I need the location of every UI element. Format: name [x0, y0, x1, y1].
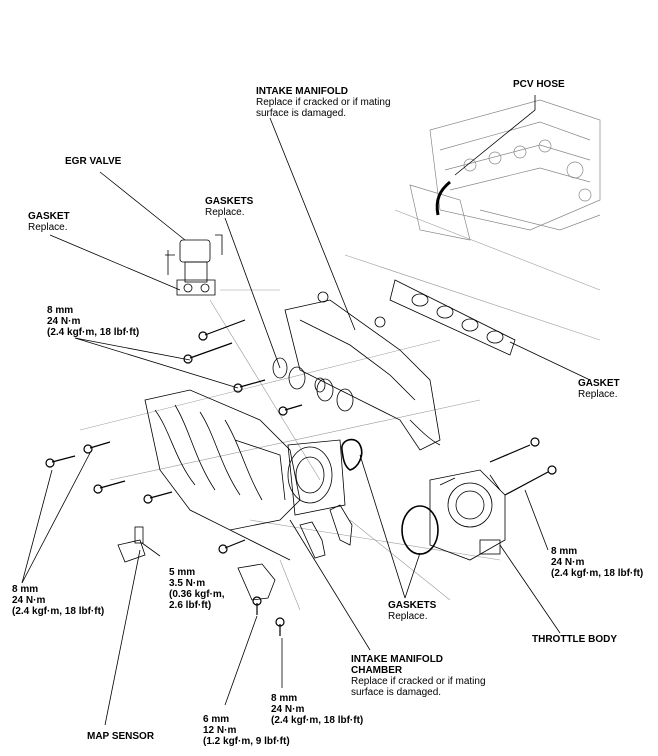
bolt-8mm-right-alt: (2.4 kgf·m, 18 lbf·ft)	[551, 568, 644, 579]
bolt-8mm-bottom-alt: (2.4 kgf·m, 18 lbf·ft)	[271, 715, 364, 726]
bolt-6mm-torque: 12 N·m	[203, 725, 237, 736]
intake-chamber-drawing	[144, 389, 346, 561]
bolt-8mm-bottom-torque: 24 N·m	[271, 704, 305, 715]
gasket-right-drawing	[389, 279, 516, 356]
label-gasket-egr: GASKET Replace.	[28, 211, 70, 233]
throttle-body-title: THROTTLE BODY	[532, 634, 617, 645]
label-egr-valve: EGR VALVE	[65, 156, 121, 167]
intake-manifold-drawing	[272, 291, 441, 451]
label-intake-manifold: INTAKE MANIFOLD Replace if cracked or if…	[256, 86, 391, 119]
label-pcv-hose: PCV HOSE	[513, 79, 565, 90]
bolt-8mm-bottom-size: 8 mm	[271, 693, 298, 704]
bolt-8mm-left-size: 8 mm	[12, 584, 39, 595]
egr-valve-drawing	[165, 234, 223, 296]
bolt-5mm-size: 5 mm	[169, 567, 196, 578]
label-throttle-body: THROTTLE BODY	[532, 634, 617, 645]
leader-lines	[21, 95, 591, 726]
gasket-egr-title: GASKET	[28, 211, 70, 222]
chamber-title-1: INTAKE MANIFOLD	[351, 654, 444, 665]
egr-valve-title: EGR VALVE	[65, 156, 122, 167]
engine-head-drawing	[409, 99, 601, 241]
gaskets-bottom-note: Replace.	[388, 611, 428, 622]
label-map-sensor: MAP SENSOR	[87, 731, 154, 742]
bolt-8mm-left-torque: 24 N·m	[12, 595, 46, 606]
label-bolt-8mm-left: 8 mm 24 N·m (2.4 kgf·m, 18 lbf·ft)	[12, 584, 104, 617]
bolt-6mm-alt: (1.2 kgf·m, 9 lbf·ft)	[203, 736, 290, 747]
bolt-8mm-upper-alt: (2.4 kgf·m, 18 lbf·ft)	[47, 327, 140, 338]
label-bolt-8mm-bottom: 8 mm 24 N·m (2.4 kgf·m, 18 lbf·ft)	[271, 693, 363, 726]
chamber-note-1: Replace if cracked or if mating	[351, 676, 486, 687]
intake-manifold-note-2: surface is damaged.	[256, 108, 347, 119]
bolt-8mm-right-torque: 24 N·m	[551, 557, 585, 568]
label-bolt-8mm-right: 8 mm 24 N·m (2.4 kgf·m, 18 lbf·ft)	[551, 546, 643, 579]
map-sensor-title: MAP SENSOR	[87, 731, 155, 742]
pcv-hose-title: PCV HOSE	[513, 79, 565, 90]
label-gasket-right: GASKET Replace.	[578, 378, 620, 400]
gaskets-top-note: Replace.	[205, 207, 245, 218]
throttle-body-drawing	[429, 469, 506, 561]
label-bolt-8mm-upper: 8 mm 24 N·m (2.4 kgf·m, 18 lbf·ft)	[47, 305, 139, 338]
bolt-5mm-torque: 3.5 N·m	[169, 578, 206, 589]
bolt-8mm-left-alt: (2.4 kgf·m, 18 lbf·ft)	[12, 606, 105, 617]
intake-manifold-note-1: Replace if cracked or if mating	[256, 97, 391, 108]
label-gaskets-top: GASKETS Replace.	[205, 196, 253, 218]
bolts	[45, 319, 557, 636]
gasket-egr-note: Replace.	[28, 222, 68, 233]
label-bolt-5mm: 5 mm 3.5 N·m (0.36 kgf·m, 2.6 lbf·ft)	[169, 567, 225, 611]
label-bolt-6mm: 6 mm 12 N·m (1.2 kgf·m, 9 lbf·ft)	[203, 714, 290, 747]
label-gaskets-bottom: GASKETS Replace.	[388, 600, 436, 622]
intake-manifold-title: INTAKE MANIFOLD	[256, 86, 349, 97]
bolt-8mm-right-size: 8 mm	[551, 546, 578, 557]
bolt-8mm-upper-size: 8 mm	[47, 305, 74, 316]
gasket-right-title: GASKET	[578, 378, 620, 389]
map-sensor-drawing	[117, 526, 146, 563]
gaskets-bottom-title: GASKETS	[388, 600, 437, 611]
bolt-6mm-size: 6 mm	[203, 714, 230, 725]
bolt-5mm-alt-2: 2.6 lbf·ft)	[169, 600, 212, 611]
label-intake-manifold-chamber: INTAKE MANIFOLD CHAMBER Replace if crack…	[351, 654, 486, 698]
bolt-8mm-upper-torque: 24 N·m	[47, 316, 81, 327]
gaskets-top-title: GASKETS	[205, 196, 254, 207]
bolt-5mm-alt-1: (0.36 kgf·m,	[169, 589, 225, 600]
chamber-title-2: CHAMBER	[351, 665, 403, 676]
gasket-right-note: Replace.	[578, 389, 618, 400]
chamber-note-2: surface is damaged.	[351, 687, 442, 698]
